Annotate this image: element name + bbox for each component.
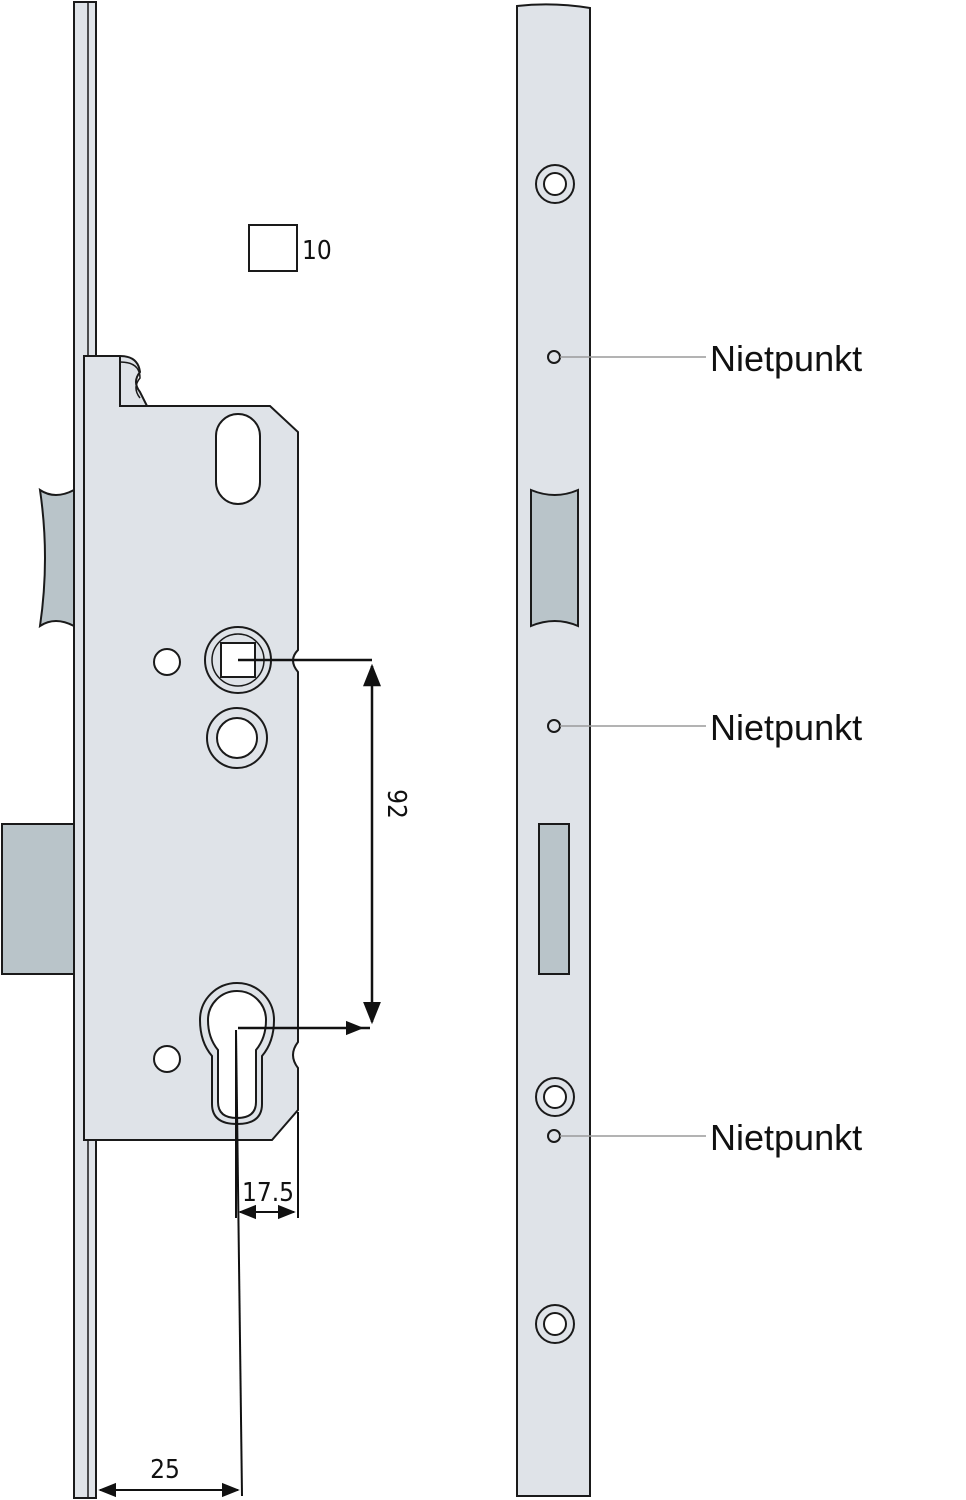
callout-nietpunkt-1: Nietpunkt xyxy=(710,338,862,379)
dead-bolt xyxy=(1,823,75,975)
dimension-92-label: 92 xyxy=(381,789,411,819)
rivet-point-1 xyxy=(547,350,561,364)
callout-nietpunkt-3: Nietpunkt xyxy=(710,1117,862,1158)
callout-leaders xyxy=(560,356,706,1137)
dimension-92 xyxy=(238,658,381,1036)
faceplate-front xyxy=(516,3,591,1497)
rivet-point-2 xyxy=(547,719,561,733)
lock-side-view xyxy=(1,1,299,1499)
oblong-slot xyxy=(215,413,261,505)
faceplate-front-view xyxy=(516,3,591,1497)
dead-bolt-opening xyxy=(538,823,570,975)
upper-hook-bolt xyxy=(38,487,75,629)
screw-hole-upper xyxy=(153,648,181,676)
rivet-point-3 xyxy=(547,1129,561,1143)
hook-bolt-opening xyxy=(530,488,579,628)
dimension-25-label: 25 xyxy=(150,1455,180,1485)
dimension-25 xyxy=(98,1029,243,1498)
dimension-17-5-label: 17.5 xyxy=(242,1178,294,1208)
callout-nietpunkt-2: Nietpunkt xyxy=(710,707,862,748)
lock-case-body xyxy=(83,355,299,1141)
spindle-size-symbol: 10 xyxy=(248,224,332,272)
screw-hole-lower xyxy=(153,1045,181,1073)
spindle-size-label: 10 xyxy=(302,236,332,266)
